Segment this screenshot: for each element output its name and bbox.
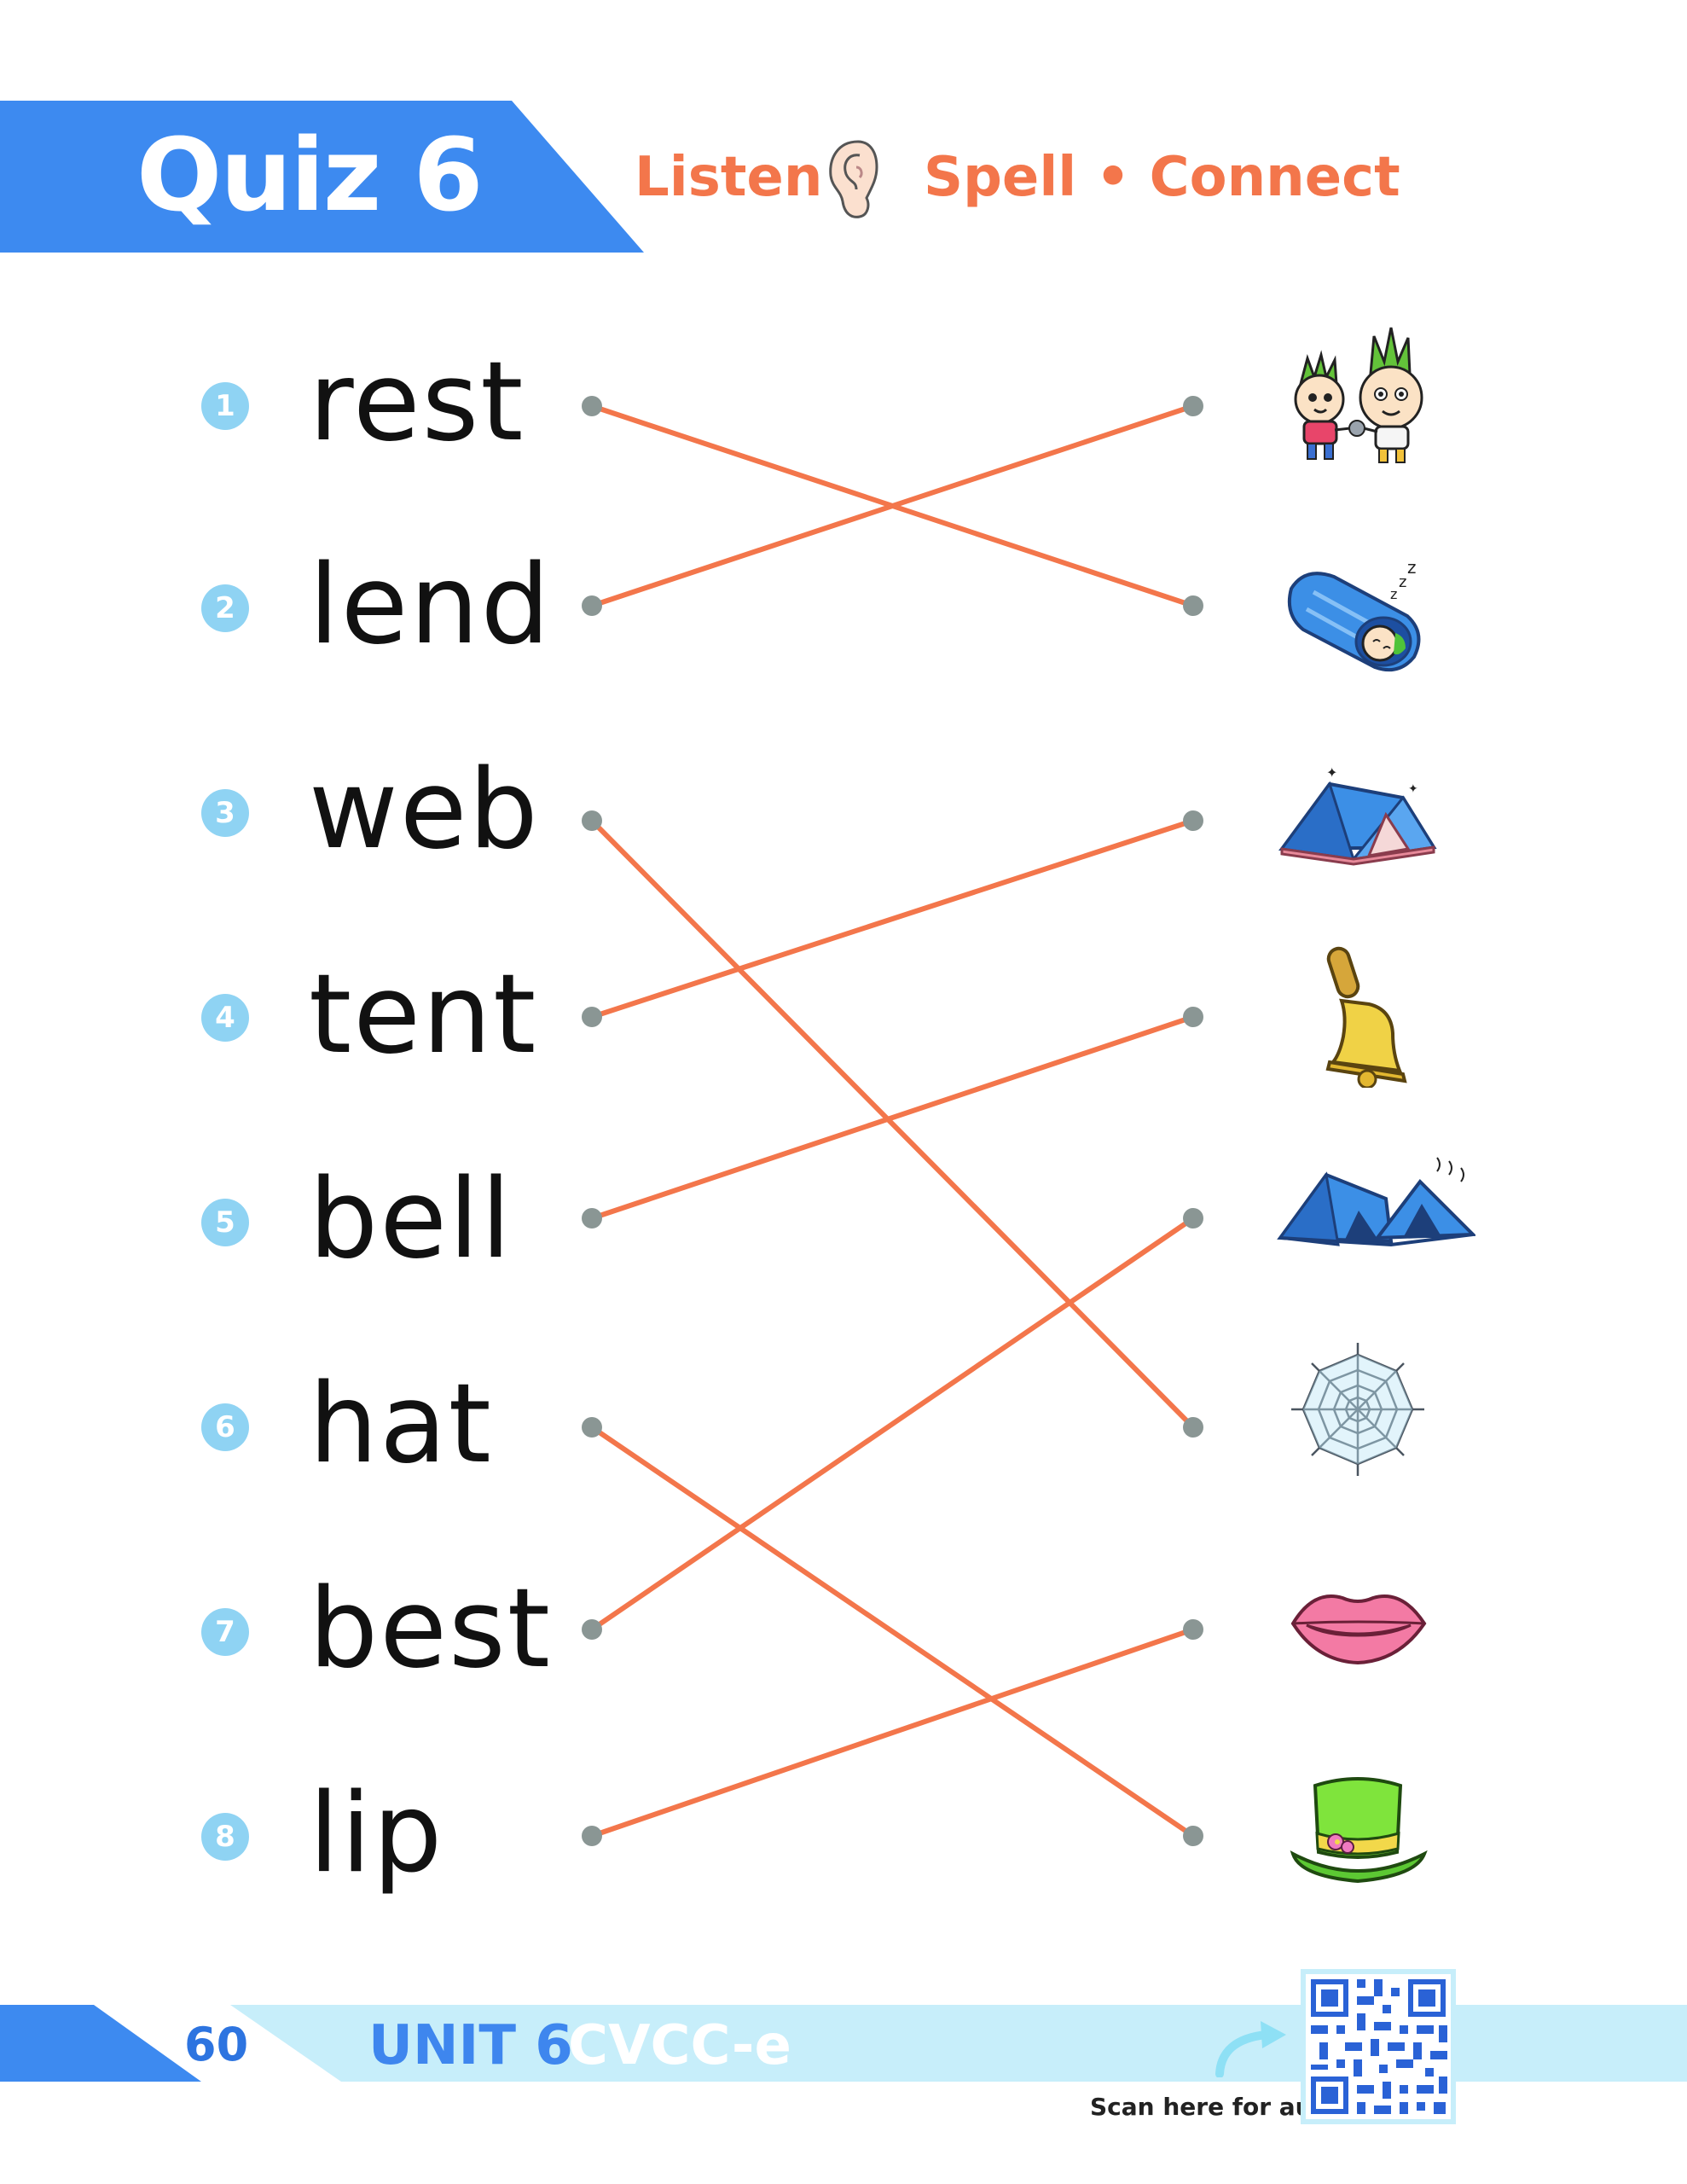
word-number-badge: 7: [201, 1608, 249, 1656]
connection-line: [589, 1425, 1196, 1838]
svg-text:✦: ✦: [1326, 764, 1337, 781]
svg-text:z: z: [1399, 573, 1406, 591]
connection-line: [589, 1014, 1196, 1221]
instruction-spell-connect: Spell • Connect: [924, 146, 1400, 209]
word-connector-dot[interactable]: [582, 1619, 602, 1640]
picture-connector-dot[interactable]: [1183, 1826, 1203, 1846]
word-connector-dot[interactable]: [582, 1417, 602, 1438]
connection-line: [589, 1216, 1196, 1632]
word-number-badge: 1: [201, 382, 249, 430]
word-number-badge: 3: [201, 789, 249, 837]
sleeping-bag-icon: z z z: [1287, 557, 1421, 671]
instruction-listen: Listen: [635, 146, 823, 209]
qr-code-icon[interactable]: [1301, 1969, 1456, 2124]
word-connector-dot[interactable]: [582, 1208, 602, 1228]
picture-connector-dot[interactable]: [1183, 810, 1203, 831]
tent-icon: ✦ ✦: [1278, 764, 1437, 866]
word-web: web: [309, 746, 540, 874]
curved-arrow-icon: [1215, 2021, 1286, 2077]
word-number-badge: 4: [201, 994, 249, 1042]
picture-connector-dot[interactable]: [1183, 1208, 1203, 1228]
green-top-hat-icon: [1290, 1777, 1428, 1884]
word-number-badge: 8: [201, 1813, 249, 1861]
word-connector-dot[interactable]: [582, 1826, 602, 1846]
connection-line: [589, 818, 1196, 1430]
word-connector-dot[interactable]: [582, 396, 602, 416]
word-number-badge: 5: [201, 1199, 249, 1246]
unit-label: UNIT 6: [368, 2014, 573, 2077]
page-title: Quiz 6: [136, 116, 484, 234]
svg-text:z: z: [1407, 557, 1417, 578]
word-lend: lend: [309, 542, 552, 669]
connection-line: [589, 404, 1196, 608]
picture-connector-dot[interactable]: [1183, 595, 1203, 616]
picture-connector-dot[interactable]: [1183, 1007, 1203, 1027]
picture-connector-dot[interactable]: [1183, 1619, 1203, 1640]
bell-icon: [1325, 946, 1407, 1088]
ear-icon: [829, 140, 878, 218]
svg-text:✦: ✦: [1408, 782, 1418, 796]
unit-topic: CVCC-e: [568, 2014, 791, 2077]
spider-web-icon: [1291, 1343, 1424, 1476]
lips-icon: [1290, 1594, 1427, 1665]
word-bell: bell: [309, 1156, 513, 1283]
word-connector-dot[interactable]: [582, 595, 602, 616]
word-number-badge: 6: [201, 1403, 249, 1451]
word-rest: rest: [309, 339, 525, 466]
connection-line: [589, 1627, 1196, 1838]
word-tent: tent: [309, 951, 538, 1078]
two-tents-icon: [1277, 1157, 1475, 1247]
svg-text:z: z: [1390, 586, 1397, 602]
picture-connector-dot[interactable]: [1183, 1417, 1203, 1438]
word-hat: hat: [309, 1361, 493, 1488]
connection-line: [589, 818, 1196, 1019]
title-banner: [0, 101, 644, 253]
page-number: 60: [184, 2018, 249, 2071]
word-lip: lip: [309, 1770, 444, 1897]
word-number-badge: 2: [201, 584, 249, 632]
friends-sharing-icon: [1294, 327, 1423, 463]
word-connector-dot[interactable]: [582, 1007, 602, 1027]
picture-connector-dot[interactable]: [1183, 396, 1203, 416]
word-best: best: [309, 1565, 552, 1693]
word-connector-dot[interactable]: [582, 810, 602, 831]
